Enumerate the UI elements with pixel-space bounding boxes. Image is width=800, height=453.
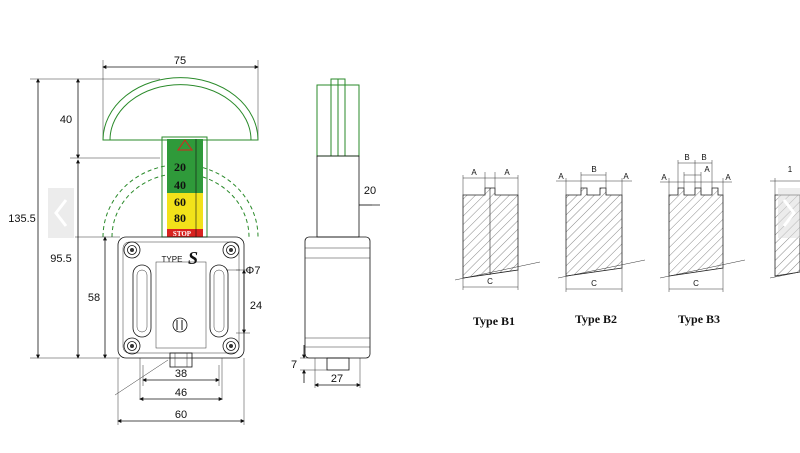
b2-label-a-left: A (558, 172, 564, 181)
cap-dome (102, 77, 259, 141)
dim-27: 27 (331, 373, 343, 385)
dim-58: 58 (88, 292, 100, 304)
side-view: 20 7 27 (291, 78, 380, 388)
b3-label-b-right: B (701, 153, 706, 162)
dim-40: 40 (60, 114, 72, 126)
profile-type-b2: A B A C Type B2 (556, 165, 646, 326)
dim-hole-diameter: Φ7 (246, 265, 261, 277)
dim-24: 24 (250, 300, 262, 312)
b3-label-b-left: B (684, 153, 689, 162)
b1-label-c: C (487, 277, 493, 286)
b3-label-a-right: A (725, 173, 731, 182)
b2-label-a-right: A (623, 172, 629, 181)
b2-label-c: C (591, 279, 597, 288)
gauge-level-80: 80 (174, 211, 186, 225)
b3-label-a-mid: A (704, 165, 710, 174)
housing-body: TYPE S (117, 236, 245, 368)
gauge-level-20: 20 (174, 160, 186, 174)
dim-60: 60 (175, 409, 187, 421)
type-b1-label: Type B1 (473, 314, 515, 328)
dim-46: 46 (175, 387, 187, 399)
front-view: 75 135.5 40 95.5 58 20 4 (8, 55, 262, 425)
dim-38: 38 (175, 368, 187, 380)
gauge-level-60: 60 (174, 195, 186, 209)
b3-label-c: C (693, 279, 699, 288)
dim-95-5: 95.5 (50, 253, 71, 265)
b1-label-a-left: A (471, 168, 477, 177)
dim-20: 20 (364, 185, 376, 197)
profile-type-b1: A A C Type B1 (454, 168, 541, 328)
type-b3-label: Type B3 (678, 312, 720, 326)
previous-image-button[interactable] (48, 188, 74, 238)
b3-label-a-left: A (661, 173, 667, 182)
dim-135-5: 135.5 (8, 213, 36, 225)
next-image-button[interactable] (778, 188, 800, 238)
partial-label: 1 (788, 165, 793, 174)
warning-icon (177, 139, 193, 151)
b2-label-b: B (591, 165, 596, 174)
chevron-left-icon (54, 199, 68, 227)
gauge-stop-label: STOP (173, 230, 192, 238)
logo-icon (172, 317, 188, 333)
dim-7: 7 (291, 359, 297, 371)
type-label: TYPE (162, 255, 183, 264)
type-b2-label: Type B2 (575, 312, 617, 326)
b1-label-a-right: A (504, 168, 510, 177)
profile-type-b3: B B A A A C Type B3 (659, 153, 746, 326)
chevron-right-icon (782, 199, 796, 227)
level-gauge: 20 40 60 80 STOP (161, 136, 208, 238)
gauge-level-40: 40 (174, 178, 186, 192)
type-letter: S (188, 248, 198, 268)
dim-75: 75 (174, 55, 186, 67)
